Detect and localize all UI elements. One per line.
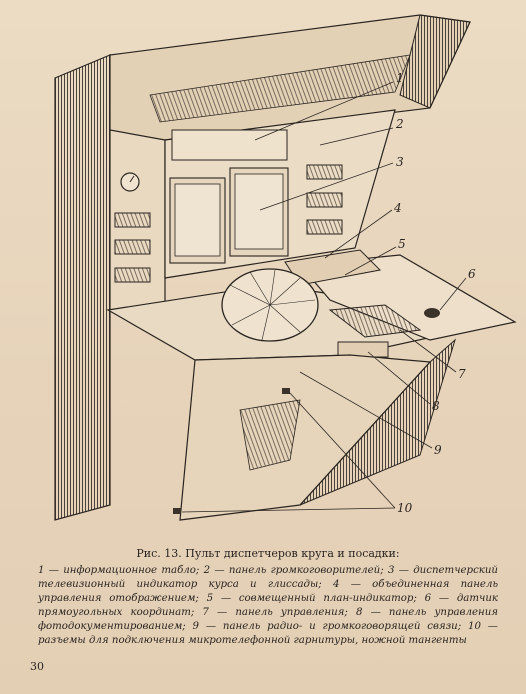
caption-legend: 1 — информационное табло; 2 — панель гро… — [38, 565, 498, 646]
footswitch-connector — [282, 388, 290, 394]
information-board — [171, 129, 288, 161]
callout-1: 1 — [396, 71, 404, 85]
callout-numbers: 1 2 3 4 5 6 7 8 9 10 — [393, 71, 476, 515]
speaker-panel — [306, 164, 343, 235]
figure-caption: Рис. 13. Пульт диспетчеров круга и посад… — [38, 547, 498, 648]
callout-10: 10 — [397, 501, 413, 515]
headset-connector — [173, 508, 181, 514]
console-illustration: 1 2 3 4 5 6 7 8 9 10 — [54, 14, 517, 521]
callout-5: 5 — [398, 237, 406, 251]
callout-3: 3 — [396, 155, 404, 169]
page-number: 30 — [30, 660, 44, 673]
callout-8: 8 — [432, 399, 440, 413]
callout-9: 9 — [434, 443, 442, 457]
callout-4: 4 — [393, 201, 402, 215]
callout-lines — [181, 81, 467, 513]
callout-2: 2 — [395, 117, 404, 131]
callout-7: 7 — [458, 367, 466, 381]
left-button-rows — [114, 212, 151, 283]
console-side-wall — [54, 54, 111, 521]
control-panel-keys — [328, 304, 422, 338]
callout-6: 6 — [468, 267, 476, 281]
coordinate-sensor — [424, 308, 440, 318]
caption-title: Рис. 13. Пульт диспетчеров круга и посад… — [136, 547, 400, 560]
